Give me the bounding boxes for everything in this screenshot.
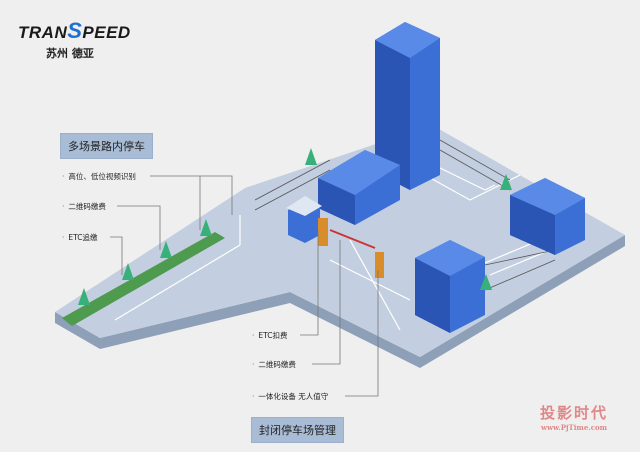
callout-qr-payment: 二维码缴费 xyxy=(62,201,106,212)
callout-etc-recovery: ETC追缴 xyxy=(62,232,97,243)
logo-subtitle: 苏州 德亚 xyxy=(46,47,94,60)
watermark-cn: 投影时代 xyxy=(540,404,609,422)
callout-video-recognition: 高位、低位视频识别 xyxy=(62,171,136,182)
open-parking-title: 多场景路内停车 xyxy=(60,133,153,159)
callout-qr-payment-closed: 二维码缴费 xyxy=(252,359,296,370)
callout-etc-deduction: ETC扣费 xyxy=(252,330,287,341)
center-building xyxy=(415,240,485,333)
closed-parking-title: 封闭停车场管理 xyxy=(251,417,344,443)
watermark: 投影时代 www.PjTime.com xyxy=(540,402,608,432)
fence xyxy=(254,139,556,291)
toll-booth xyxy=(286,196,384,278)
callout-lines xyxy=(110,175,379,397)
office-building xyxy=(318,150,400,225)
trees xyxy=(78,148,512,305)
logo: TRANSPEED 苏州 德亚 xyxy=(18,18,131,61)
logo-s: S xyxy=(67,18,83,43)
tall-building xyxy=(375,22,440,190)
callout-unattended: 一体化设备 无人值守 xyxy=(252,391,328,402)
grass-strip xyxy=(62,232,225,326)
watermark-url: www.PjTime.com xyxy=(540,423,608,432)
logo-text: TRAN xyxy=(18,23,68,42)
right-building xyxy=(510,178,585,255)
logo-text-suffix: PEED xyxy=(82,23,131,42)
